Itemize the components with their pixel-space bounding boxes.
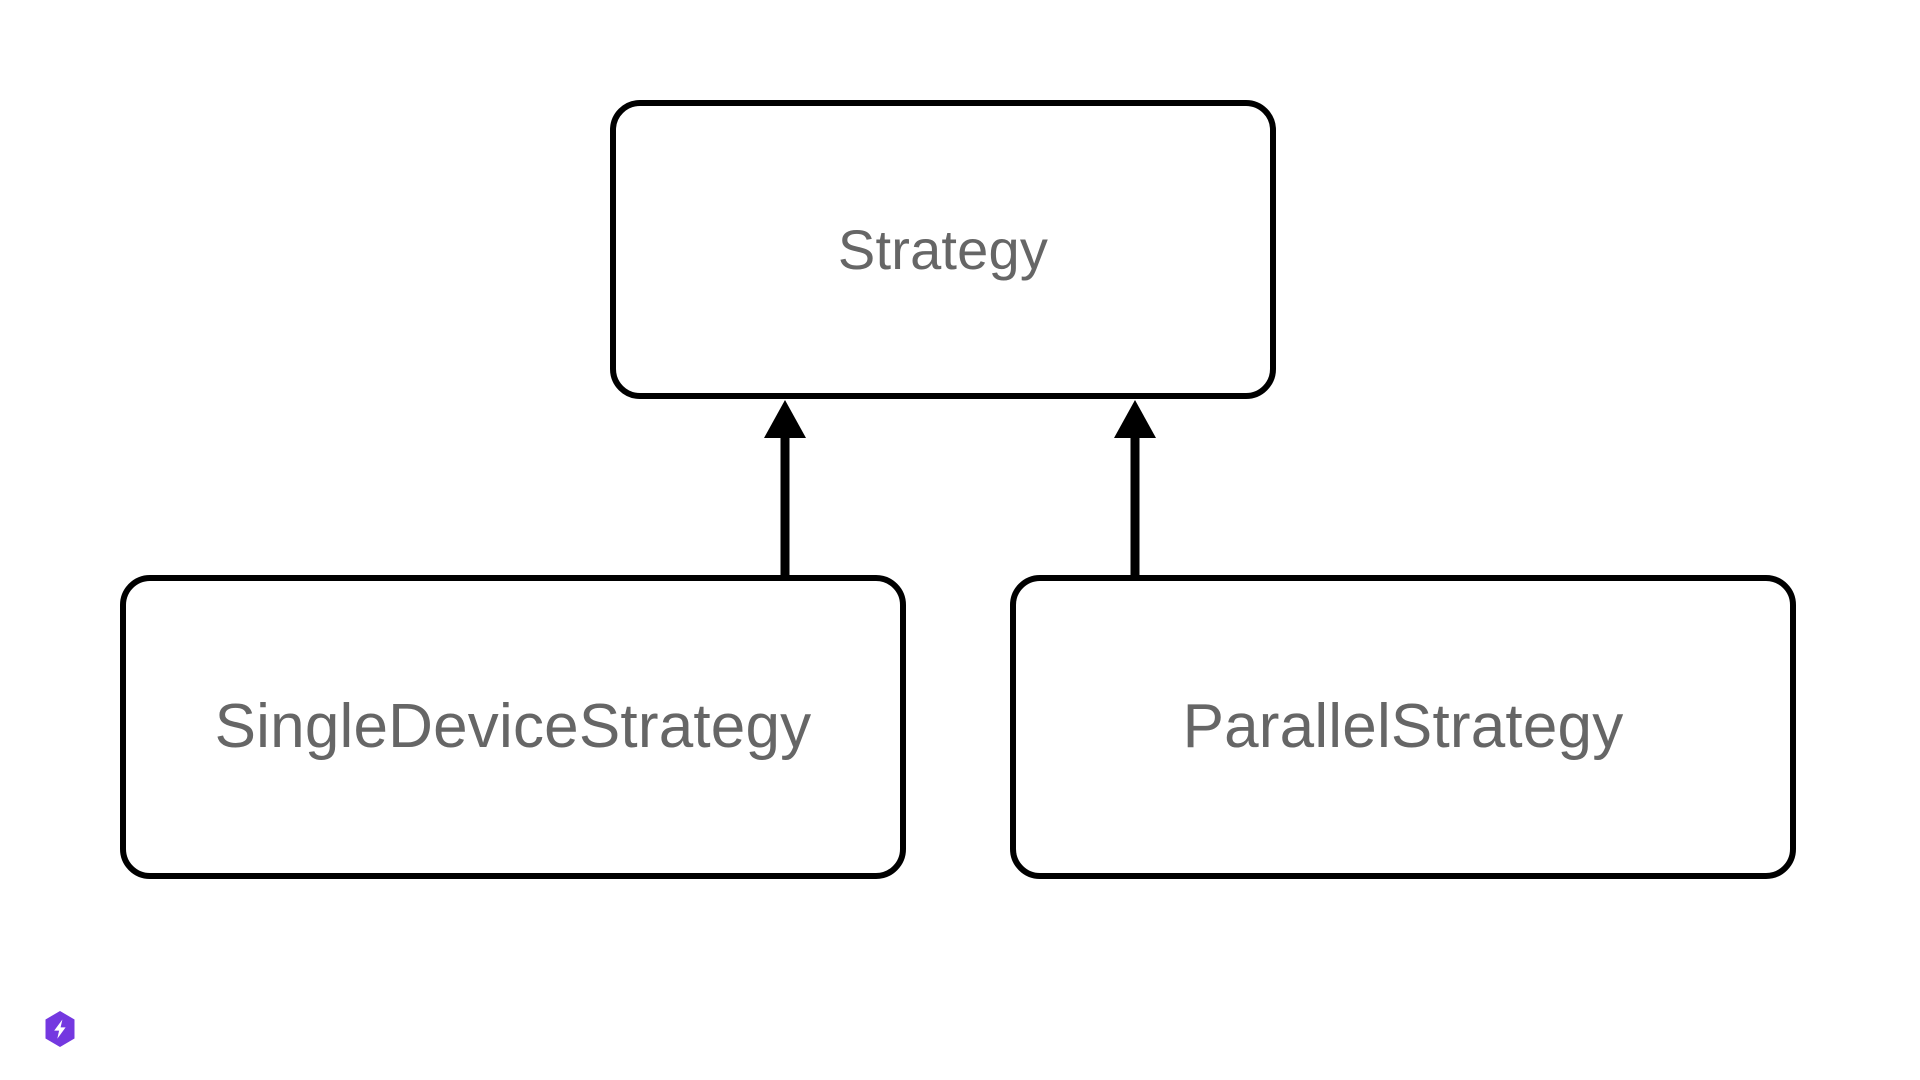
arrowhead-up-icon (764, 400, 806, 438)
edge-single-device-to-strategy (764, 400, 806, 578)
class-node-label: SingleDeviceStrategy (214, 692, 812, 761)
lightning-bolt-icon (54, 1019, 66, 1039)
class-node-label: ParallelStrategy (1182, 692, 1624, 761)
arrowhead-up-icon (1114, 400, 1156, 438)
class-node-label: Strategy (837, 217, 1049, 281)
class-node-parallel-strategy[interactable]: ParallelStrategy (1010, 575, 1796, 879)
class-node-strategy[interactable]: Strategy (610, 100, 1276, 399)
hexagon-lightning-bolt-logo[interactable] (44, 1010, 76, 1048)
class-node-single-device-strategy[interactable]: SingleDeviceStrategy (120, 575, 906, 879)
edge-parallel-to-strategy (1114, 400, 1156, 578)
